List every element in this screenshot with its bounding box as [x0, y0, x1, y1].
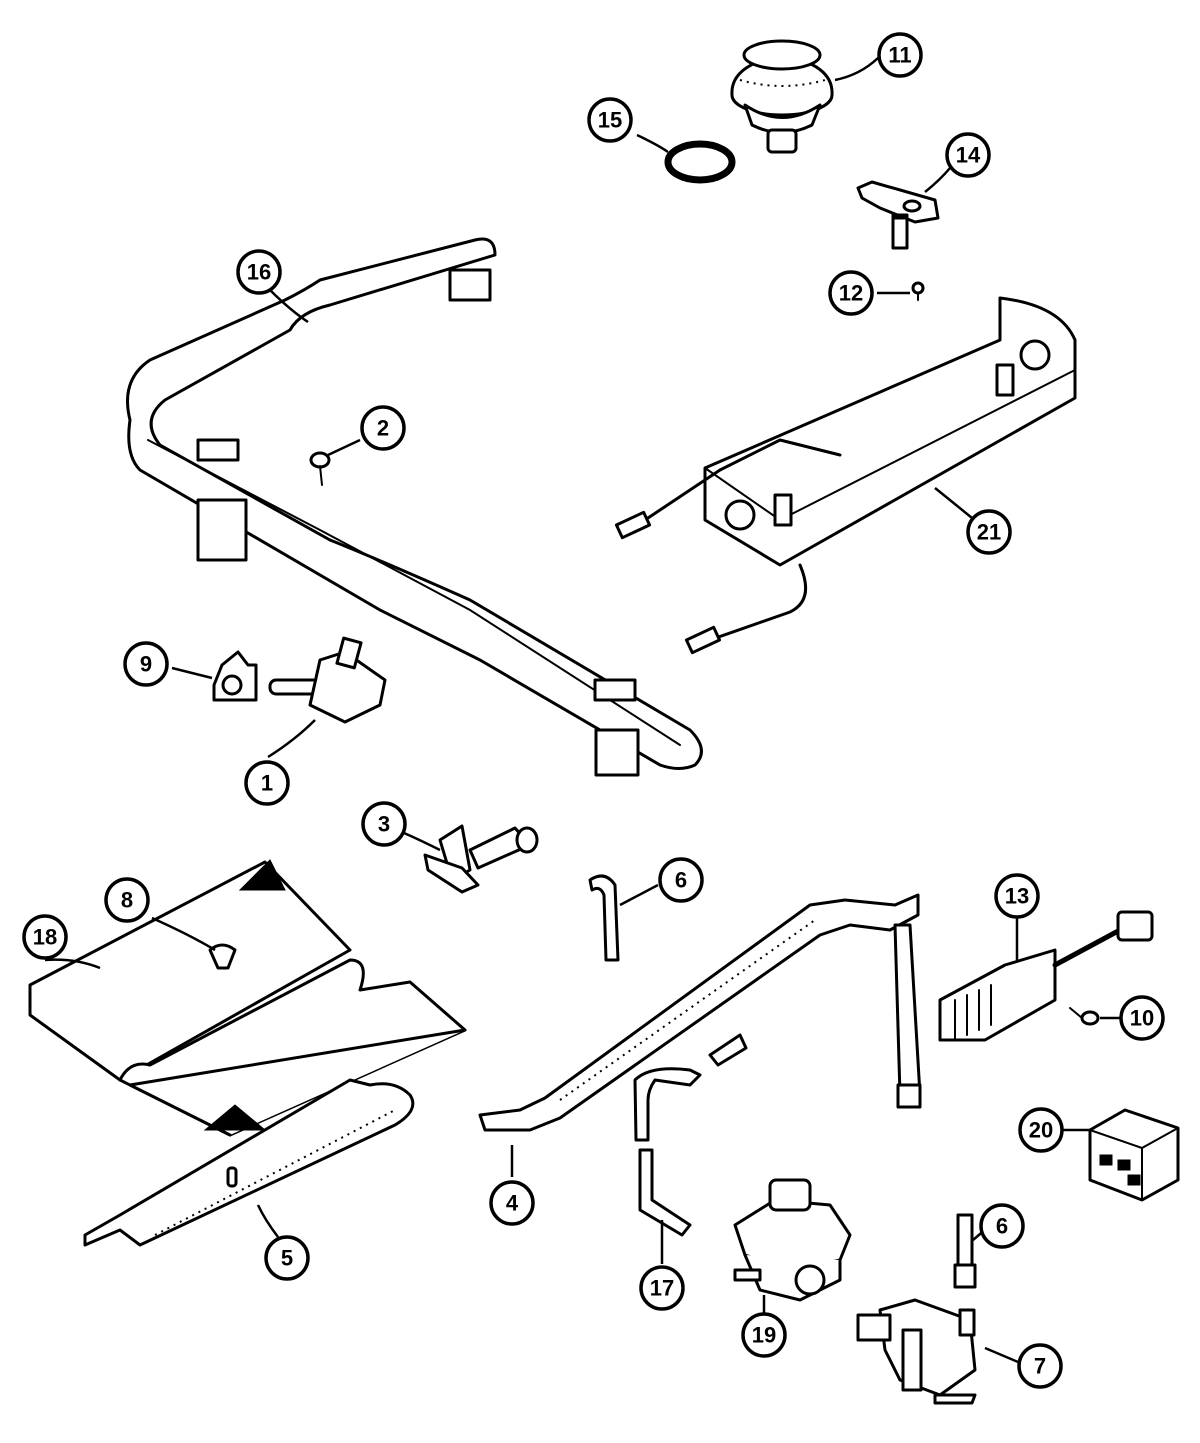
part-screw-12 [911, 281, 925, 301]
svg-text:3: 3 [378, 812, 390, 837]
svg-text:1: 1 [261, 771, 273, 796]
callout-2: 2 [360, 405, 406, 451]
part-burner-head [730, 39, 834, 154]
part-tube-6a [588, 874, 620, 962]
callout-6-upper: 6 [658, 857, 704, 903]
svg-text:8: 8 [121, 888, 133, 913]
svg-text:18: 18 [33, 925, 57, 950]
callout-19: 19 [741, 1312, 787, 1358]
callout-18: 18 [22, 914, 68, 960]
part-o-ring [664, 140, 736, 184]
part-heat-shield [28, 859, 467, 1137]
callout-12: 12 [828, 270, 874, 316]
callout-20: 20 [1018, 1107, 1064, 1153]
callout-6-lower: 6 [979, 1203, 1025, 1249]
svg-text:6: 6 [675, 868, 687, 893]
part-relay-block [1088, 1108, 1180, 1202]
svg-text:10: 10 [1130, 1006, 1154, 1031]
callout-10: 10 [1119, 995, 1165, 1041]
callout-17: 17 [639, 1265, 685, 1311]
callout-16: 16 [236, 249, 282, 295]
svg-text:5: 5 [281, 1246, 293, 1271]
part-screw-10 [1069, 1007, 1100, 1026]
svg-text:21: 21 [977, 520, 1001, 545]
part-fitting-6b [953, 1213, 977, 1289]
part-valve-1 [268, 636, 387, 724]
svg-text:4: 4 [506, 1191, 519, 1216]
svg-text:19: 19 [752, 1323, 776, 1348]
svg-text:6: 6 [996, 1214, 1008, 1239]
callout-1: 1 [244, 760, 290, 806]
callout-5: 5 [264, 1235, 310, 1281]
part-ignition-module [938, 910, 1154, 1042]
part-gas-valve [856, 1298, 977, 1405]
svg-text:12: 12 [839, 281, 863, 306]
part-spring-clip [212, 650, 258, 702]
part-orifice-elbow [423, 824, 539, 894]
svg-text:20: 20 [1029, 1118, 1053, 1143]
svg-text:16: 16 [247, 260, 271, 285]
svg-text:13: 13 [1005, 884, 1029, 909]
part-connector-14 [891, 216, 909, 250]
svg-text:14: 14 [956, 143, 981, 168]
svg-text:2: 2 [377, 416, 389, 441]
part-manifold-frame [126, 237, 703, 777]
part-burner-tube-4 [478, 893, 922, 1132]
svg-text:9: 9 [140, 652, 152, 677]
callout-14: 14 [945, 132, 991, 178]
callout-11: 11 [877, 32, 923, 78]
svg-text:11: 11 [888, 43, 911, 68]
part-wing-nut [208, 943, 237, 970]
leader-lines [44, 57, 1120, 1364]
callout-3: 3 [361, 801, 407, 847]
part-screw-2 [309, 451, 331, 486]
callout-13: 13 [994, 873, 1040, 919]
svg-text:17: 17 [650, 1276, 674, 1301]
callout-8: 8 [104, 877, 150, 923]
part-tubes-17 [633, 1033, 748, 1237]
callout-15: 15 [587, 97, 633, 143]
part-pressure-regulator [733, 1178, 852, 1302]
callout-21: 21 [966, 509, 1012, 555]
part-burner-tray [614, 296, 1077, 655]
callout-4: 4 [489, 1180, 535, 1226]
part-lower-burner [83, 1078, 415, 1247]
svg-text:7: 7 [1034, 1354, 1046, 1379]
callout-7: 7 [1017, 1343, 1063, 1389]
callout-9: 9 [123, 641, 169, 687]
svg-text:15: 15 [598, 108, 622, 133]
